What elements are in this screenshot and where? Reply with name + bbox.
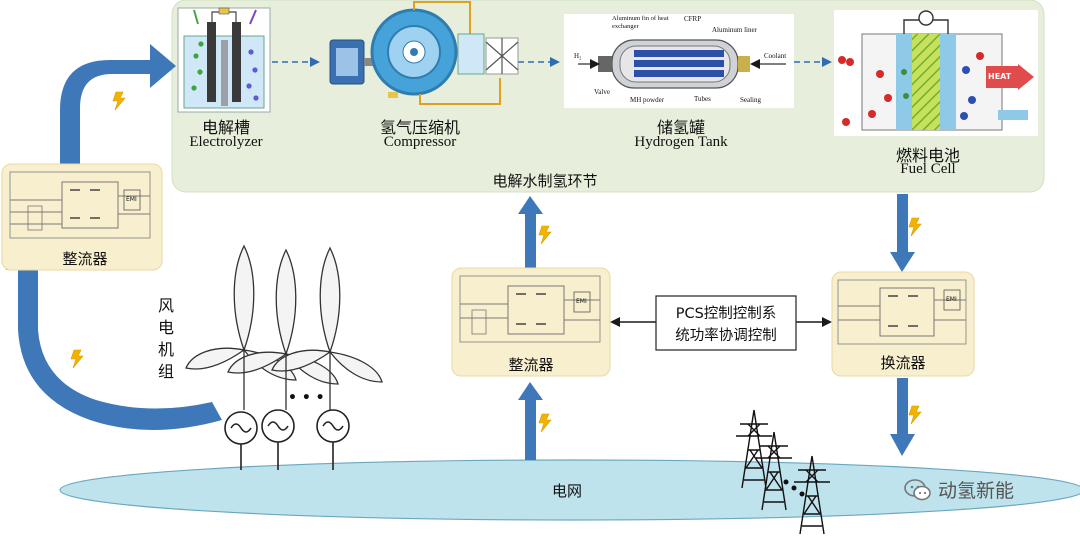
arrow-grid-up-head — [518, 382, 543, 400]
lightning-icon — [908, 217, 922, 237]
wind-label-char-4: 组 — [158, 362, 175, 381]
electrolyzer-en-label: Electrolyzer — [189, 134, 263, 150]
middle-rectifier-emi-tag: EMI — [576, 298, 587, 305]
arrow-inv-down-shaft — [897, 378, 908, 436]
compressor-cn-label: 氢气压缩机 — [379, 118, 460, 137]
tank-callout-h2: H₂ — [574, 52, 582, 60]
compressor-illustration — [329, 1, 519, 105]
pcs-label-line1: PCS控制控制系 — [675, 306, 777, 322]
tank-callout-fin: Aluminum fin of heat exchanger — [612, 15, 669, 30]
arrow-inv-down-head — [890, 434, 915, 456]
tank-callout-tubes: Tubes — [694, 95, 711, 103]
arrow-rectifier-to-electrolyzer — [60, 44, 176, 168]
lightning-icon — [112, 91, 126, 111]
tower-dots — [783, 479, 805, 497]
fuel-cell-cn-label: 燃料电池 — [895, 146, 960, 165]
hydrogen-tank-illustration — [564, 14, 794, 108]
inverter-emi-tag: EMI — [946, 296, 957, 303]
compressor-en-label: Compressor — [383, 134, 457, 150]
lightning-icon — [70, 349, 84, 369]
generators — [224, 409, 350, 470]
middle-rectifier-box — [451, 267, 611, 377]
grid-ellipse — [59, 459, 1080, 521]
tank-callout-coolant: Coolant — [764, 52, 787, 60]
middle-rectifier-label: 整流器 — [508, 356, 554, 374]
wind-label-char-1: 风 — [158, 296, 175, 315]
grid-label: 电网 — [552, 482, 583, 500]
wind-turbines — [185, 244, 383, 410]
tank-callout-liner: Aluminum liner — [712, 26, 757, 34]
pcs-box — [655, 295, 797, 351]
tank-callout-mh: MH powder — [630, 96, 665, 104]
wind-label-char-3: 机 — [158, 340, 175, 359]
watermark-text: 动氢新能 — [938, 480, 1015, 502]
tank-en-label: Hydrogen Tank — [634, 134, 728, 150]
tank-callout-cfrp: CFRP — [684, 15, 702, 23]
arrow-mid-up-shaft — [525, 212, 536, 272]
arrow-mid-up-head — [518, 196, 543, 214]
inverter-box — [831, 271, 975, 377]
left-rectifier-emi-tag: EMI — [126, 196, 137, 203]
fuel-cell-en-label: Fuel Cell — [900, 161, 956, 177]
fuel-cell-illustration — [834, 10, 1038, 136]
lightning-icon — [538, 225, 552, 245]
transmission-towers — [736, 409, 830, 535]
tank-callout-sealing: Sealing — [740, 96, 761, 104]
generator-ellipsis: • • • — [288, 390, 325, 406]
inverter-label: 换流器 — [880, 354, 926, 372]
tank-callout-valve: Valve — [594, 88, 610, 96]
watermark: 动氢新能 — [904, 476, 1014, 503]
electrolyzer-cn-label: 电解槽 — [201, 118, 250, 137]
chat-bubble-icon — [904, 478, 931, 500]
lightning-icon — [538, 413, 552, 433]
arrow-fc-down-head — [890, 252, 915, 272]
fuel-cell-heat-label: HEAT — [988, 72, 1012, 81]
arrow-grid-up-shaft — [525, 400, 536, 460]
lightning-icon — [908, 405, 922, 425]
pcs-label-line2: 统功率协调控制 — [675, 328, 777, 344]
left-rectifier-label: 整流器 — [62, 250, 108, 268]
cycle-title: 电解水制氢环节 — [492, 172, 598, 190]
tank-cn-label: 储氢罐 — [656, 118, 705, 137]
wind-label-char-2: 电 — [158, 318, 175, 337]
electrolyzer-illustration — [177, 7, 271, 113]
arrow-fc-down-shaft — [897, 194, 908, 254]
left-rectifier-box — [1, 163, 163, 271]
arrow-wind-to-rectifier — [6, 246, 222, 430]
